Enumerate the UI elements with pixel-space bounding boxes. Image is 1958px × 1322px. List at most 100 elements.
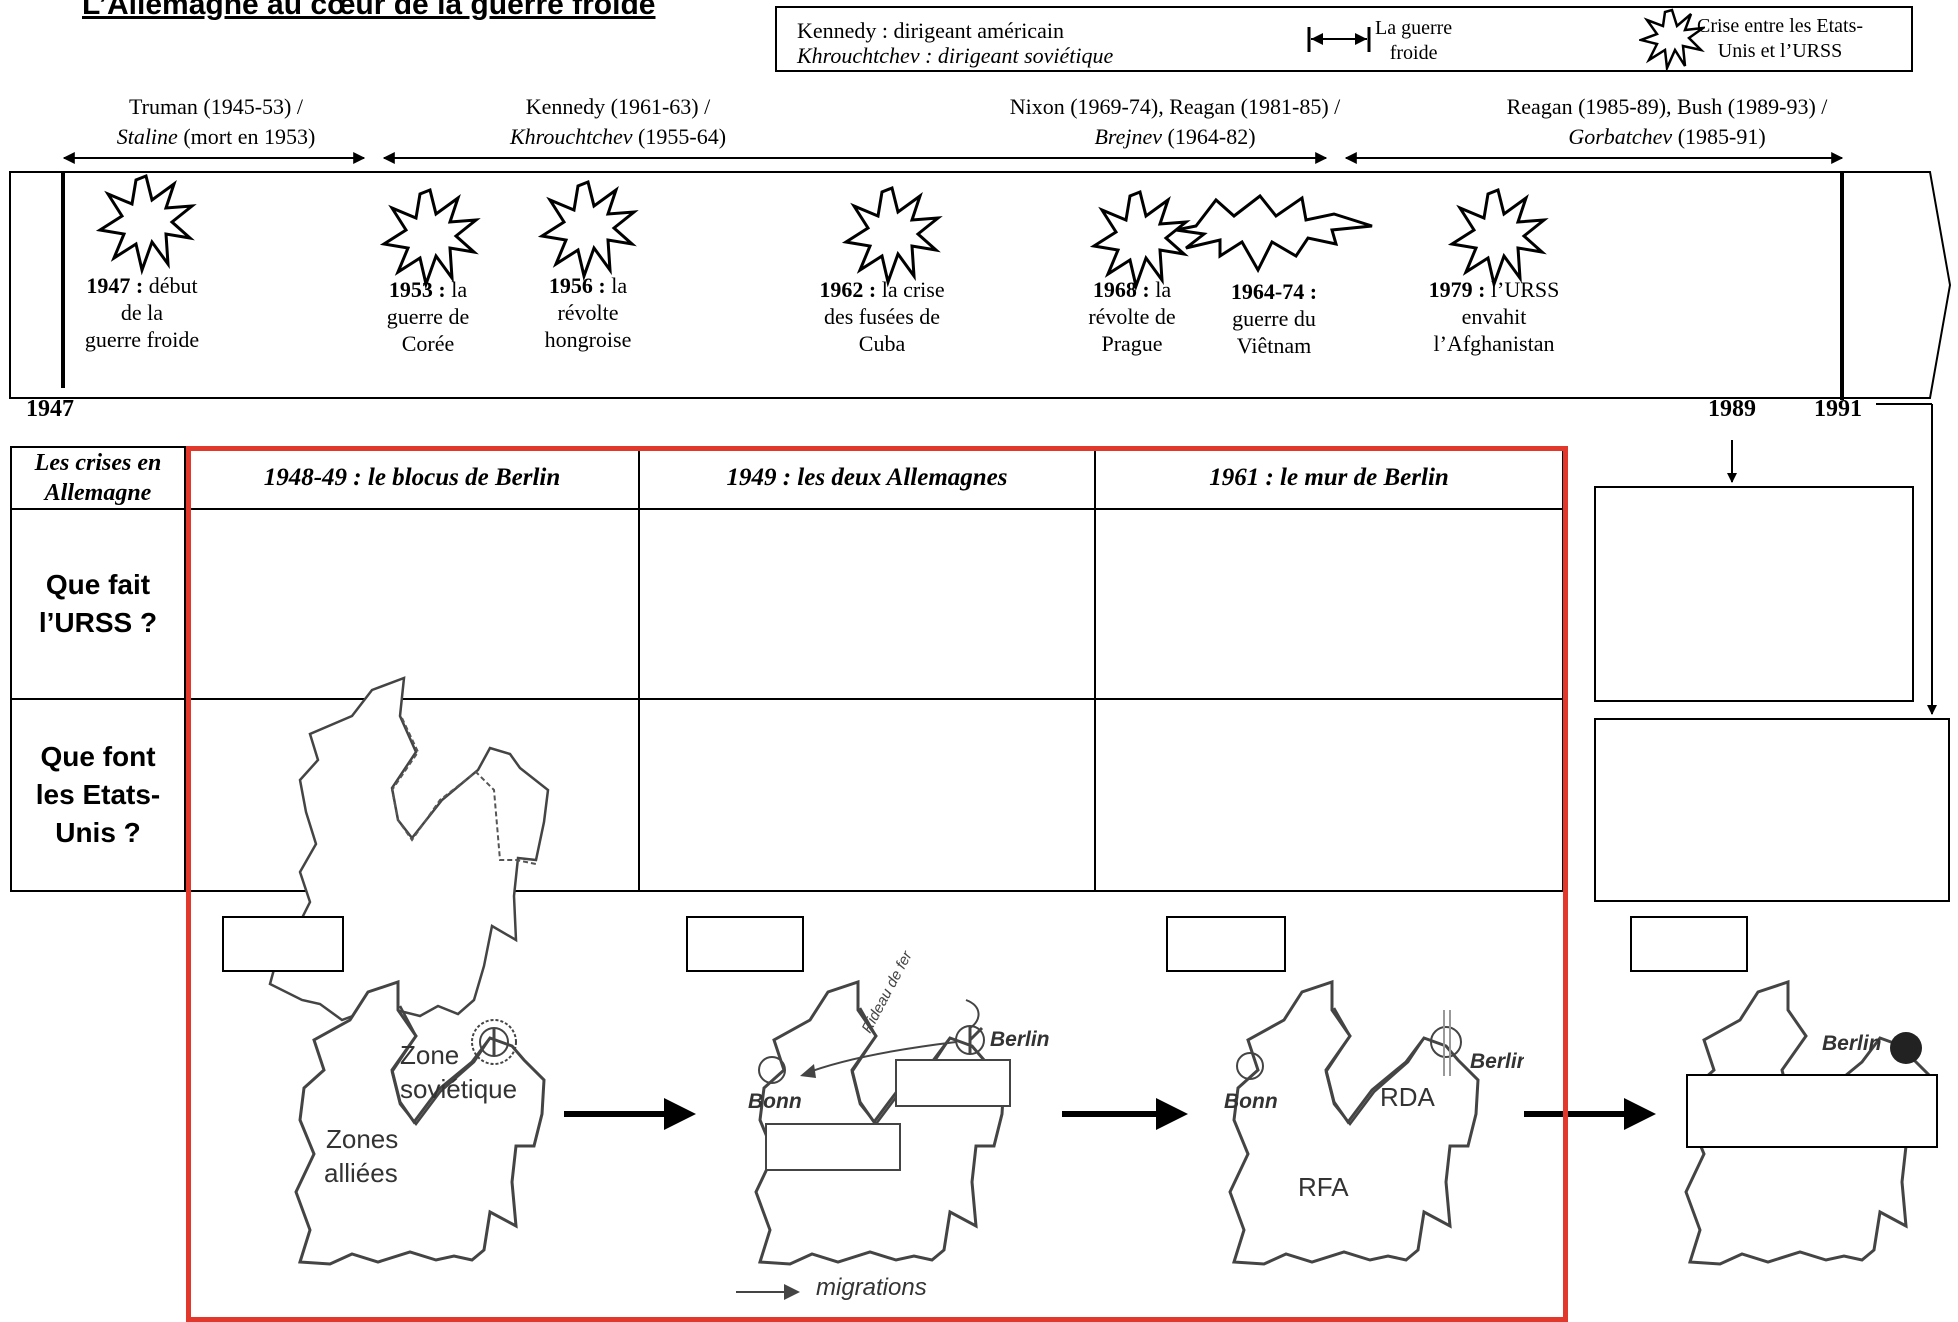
map-answer-box[interactable] [686,916,804,972]
map-arrow [1062,1098,1188,1130]
answer-cell[interactable] [638,508,1096,700]
zone-boundary [390,717,537,865]
map-two-germanies: Rideau de fer Berlin Bonn [748,947,1050,1266]
bonn-symbol [1236,1052,1264,1080]
era-line: Kennedy (1961-63) / [525,94,711,119]
row-header-line: Unis ? [55,817,141,848]
map-answer-box[interactable] [765,1123,901,1171]
event-text: la [1155,277,1172,302]
crisis-burst-icon [841,185,943,288]
timeline-graphics [9,152,1952,440]
answer-cell[interactable] [1094,508,1564,700]
migration-legend-label: migrations [816,1274,927,1301]
berlin-dot [1890,1032,1922,1064]
year-label-1989: 1989 [1708,396,1756,422]
crisis-burst-icon [95,173,197,276]
event-sep: : [1136,277,1156,302]
migration-arrow-icon [736,1284,800,1300]
crisis-burst-icon [1447,187,1549,290]
crisis-burst-icon [379,187,481,290]
map-wall: Berlin Bonn RDA RFA [1224,979,1524,1266]
map-arrow [564,1098,696,1130]
map-label-bonn: Bonn [1224,1090,1278,1113]
table-header-row: Les crises en Allemagne 1948-49 : le blo… [10,446,1564,510]
legend-crisis-l2: Unis et l’URSS [1717,40,1843,62]
event-text: début [148,273,198,298]
answer-box-1989[interactable] [1594,486,1914,702]
map-answer-box[interactable] [1630,916,1748,972]
event-text: la [611,273,628,298]
legend-cold-war-l2: froide [1389,42,1438,64]
map-answer-box[interactable] [1686,1074,1938,1148]
event-year: 1964-74 [1230,279,1305,304]
answer-cell[interactable] [184,508,640,700]
event-text: guerre de [386,304,470,329]
event-1968: 1968 : la révolte de Prague [1070,276,1194,357]
era-truman: Truman (1945-53) / Staline (mort en 1953… [66,92,366,152]
event-text: Viêtnam [1236,333,1312,358]
map-label-zones-all-1: Zones [326,1124,398,1154]
event-text: Cuba [858,331,906,356]
germany-outline [1228,979,1480,1266]
event-text: Prague [1101,331,1163,356]
era-kennedy: Kennedy (1961-63) / Khrouchtchev (1955-6… [438,92,798,152]
map-answer-box[interactable] [222,916,344,972]
event-sep: : [130,273,149,298]
legend-leaders: Kennedy : dirigeant américain Khrouchtch… [797,18,1113,68]
event-text: l’Afghanistan [1433,331,1555,356]
event-sep: : [1472,277,1491,302]
corner-line: Allemagne [44,480,152,506]
border [1324,1007,1426,1127]
map-answer-box[interactable] [895,1059,1011,1107]
event-1956: 1956 : la révolte hongroise [528,272,648,353]
answer-cell[interactable] [1094,698,1564,892]
event-text: révolte de [1088,304,1176,329]
map-label-zone-sov-2: soviétique [400,1074,517,1104]
zone-boundary [390,1005,492,1127]
legend-leader-us: Kennedy : dirigeant américain [797,18,1064,43]
event-year: 1968 [1092,277,1137,302]
event-text: guerre du [1232,306,1316,331]
row-header-line: Que font [40,741,156,772]
event-text: l’URSS [1490,277,1560,302]
era-reagan: Reagan (1985-89), Bush (1989-93) / Gorba… [1432,92,1902,152]
era-dates: (1955-64) [632,124,727,149]
answer-box-1991[interactable] [1594,718,1950,902]
event-year: 1953 [388,277,433,302]
map-label-bonn: Bonn [748,1090,802,1113]
era-leader: Gorbatchev [1568,124,1673,149]
legend-cold-war: La guerre froide [1375,16,1452,66]
table-row-urss: Que fait l’URSS ? [10,508,1564,700]
era-line: Nixon (1969-74), Reagan (1981-85) / [1009,94,1341,119]
page-title: L’Allemagne au cœur de la guerre froide [82,0,656,21]
map-label-rideau: Rideau de fer [859,947,917,1035]
legend-crisis-l1: Crise entre les Etats- [1697,15,1864,37]
map-label-rfa: RFA [1298,1172,1349,1202]
crisis-burst-icon [537,179,639,282]
era-dates: (mort en 1953) [177,124,316,149]
crisis-burst-icon [1089,189,1191,292]
double-arrow-icon [1307,27,1371,52]
map-label-zones-all-2: alliées [324,1158,398,1188]
event-year: 1956 [548,273,593,298]
era-nixon: Nixon (1969-74), Reagan (1981-85) / Brej… [930,92,1420,152]
event-1962: 1962 : la crise des fusées de Cuba [800,276,964,357]
table-corner-header: Les crises en Allemagne [10,446,186,510]
map-answer-box[interactable] [1166,916,1286,972]
legend-leader-ussr: Khrouchtchev : dirigeant soviétique [797,43,1114,68]
crisis-burst-icon [1639,8,1705,70]
crisis-burst-icon [1175,193,1373,274]
event-year: 1947 [86,273,131,298]
map-label-rda: RDA [1380,1082,1436,1112]
event-sep: : [432,277,452,302]
era-dates: (1985-91) [1672,124,1766,149]
event-sep: : [592,273,612,298]
event-text: hongroise [544,327,632,352]
era-dates: (1964-82) [1162,124,1256,149]
row-header-urss: Que fait l’URSS ? [10,508,186,700]
event-year: 1962 [819,277,864,302]
row-header-usa: Que font les Etats- Unis ? [10,698,186,892]
answer-cell[interactable] [638,698,1096,892]
event-1953: 1953 : la guerre de Corée [368,276,488,357]
era-leader: Brejnev [1094,124,1163,149]
